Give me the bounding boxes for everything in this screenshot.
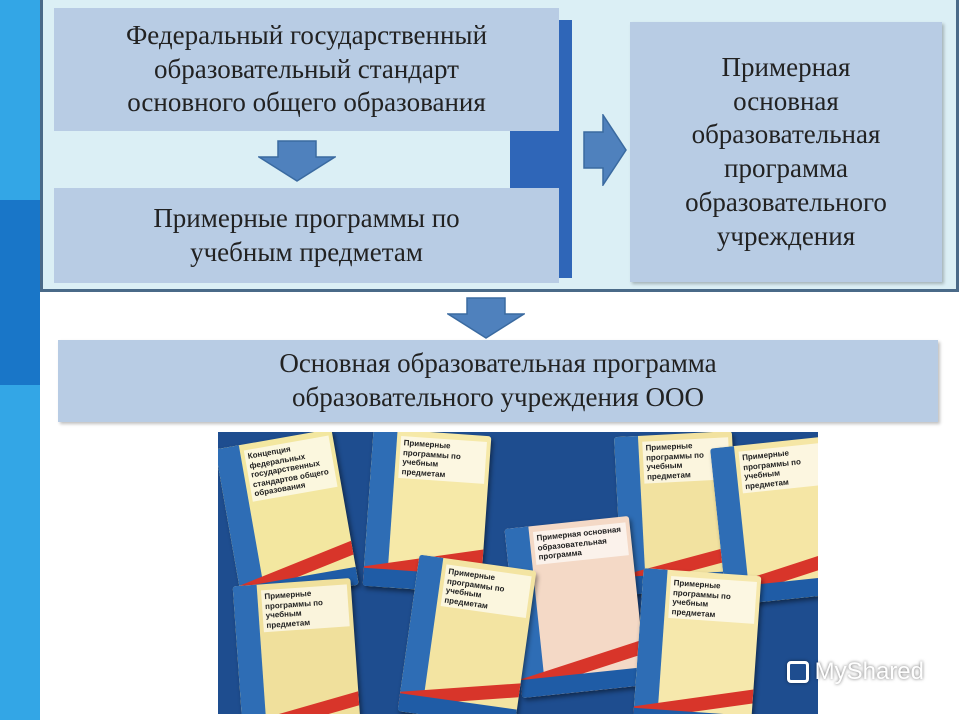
book-title: Концепция федеральных государственных ст… xyxy=(243,435,338,502)
left-accent-bar xyxy=(0,0,40,720)
school-program-line-2: образовательного учреждения ООО xyxy=(291,382,705,412)
book-title: Примерные программы по учебным предметам xyxy=(398,436,487,485)
book-cover: Примерные программы по учебным предметам xyxy=(232,578,362,714)
arrow-down-1 xyxy=(258,140,336,182)
book-title: Примерные программы по учебным предметам xyxy=(668,576,757,625)
model-program-box: Примерная основная образовательная прогр… xyxy=(630,22,942,282)
arrow-down-2 xyxy=(447,297,525,339)
standards-books-photo: Концепция федеральных государственных ст… xyxy=(218,432,818,714)
watermark-text: MyShared xyxy=(814,658,924,685)
watermark: MyShared xyxy=(786,658,924,686)
school-program-line-1: Основная образовательная программа xyxy=(279,348,717,379)
myshared-logo-icon xyxy=(786,661,809,683)
left-accent-dark-block xyxy=(0,200,40,385)
model-program-line-5: образовательного xyxy=(685,186,887,217)
arrow-right xyxy=(583,114,627,186)
school-program-box: Основная образовательная программа образ… xyxy=(58,340,938,422)
book-title: Примерные программы по учебным предметам xyxy=(440,564,532,619)
book-cover: Примерные программы по учебным предметам xyxy=(632,568,762,714)
subject-programs-box: Примерные программы по учебным предметам xyxy=(54,188,559,283)
model-program-line-2: основная xyxy=(733,85,839,116)
fgos-line-1: Федеральный государственный xyxy=(125,19,488,50)
fgos-line-3: основного общего образования xyxy=(127,87,486,118)
book-title: Примерная основная образовательная прогр… xyxy=(532,522,629,565)
book-cover: Примерные программы по учебным предметам xyxy=(397,554,537,714)
fgos-line-2: образовательный стандарт xyxy=(154,53,459,84)
book-title: Примерные программы по учебным предметам xyxy=(738,442,818,494)
model-program-line-3: образовательная xyxy=(691,119,881,150)
fgos-box: Федеральный государственный образователь… xyxy=(54,8,559,131)
subject-programs-line-1: Примерные программы по xyxy=(153,202,460,233)
subject-programs-line-2: учебным предметам xyxy=(190,236,423,267)
model-program-line-4: программа xyxy=(724,153,848,183)
model-program-line-6: учреждения xyxy=(716,220,856,251)
book-title: Примерные программы по учебным предметам xyxy=(260,584,350,633)
model-program-line-1: Примерная xyxy=(721,51,851,82)
